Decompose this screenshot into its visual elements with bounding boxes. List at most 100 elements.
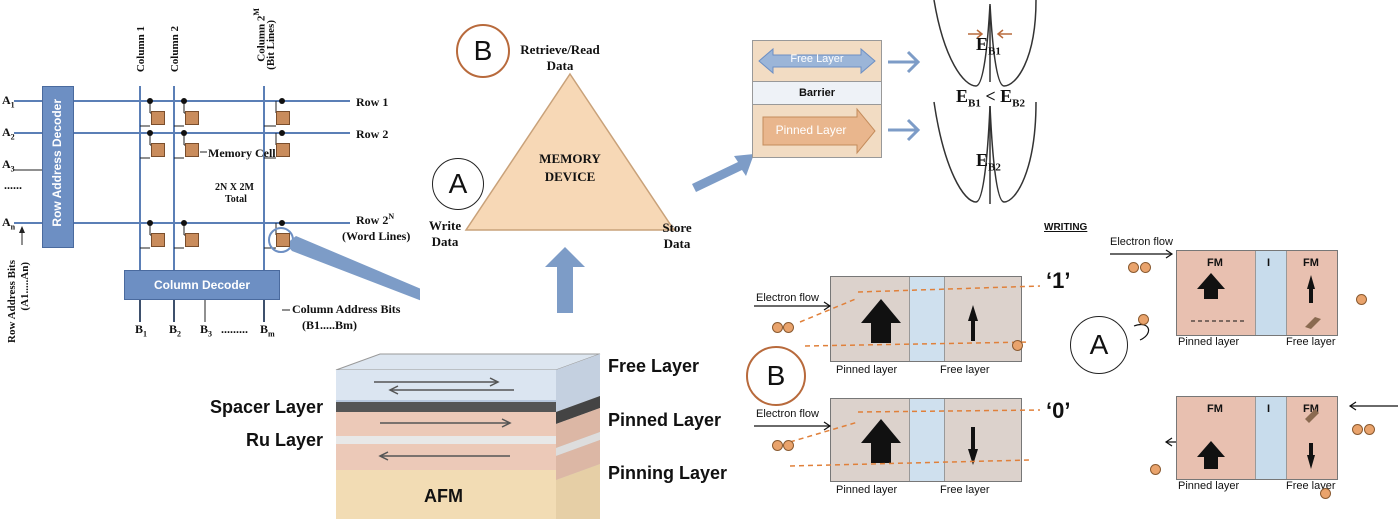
addr-dots: ...... [4,178,22,192]
circle-b-label: B [456,24,510,78]
junction-dot [181,130,187,136]
up-arrow [545,247,585,313]
fm-stack-0: FM I FM [1176,396,1338,480]
memory-cell [276,143,290,157]
triangle-shape [464,72,676,231]
addr-a2: A2 [2,125,15,142]
pinning-layer-label: Pinning Layer [608,463,728,483]
memory-cell [151,111,165,125]
junction-dot [181,98,187,104]
size-expression: 2N X 2M [215,182,254,193]
memory-cell [185,143,199,157]
mtj1-pinned-label: Pinned layer [836,364,898,376]
write-data-label: Write Data [428,218,462,249]
bit-dots: ......... [221,322,248,336]
afm-label: AFM [424,486,463,506]
writing-title: WRITING [1044,222,1088,233]
mtj-box-1 [830,276,1022,362]
junction-dot [147,220,153,226]
i-label-1: I [1267,257,1271,269]
row-label-1: Row 1 [356,95,389,109]
eb1-label: EB1 [976,34,1001,58]
electron-dot [1128,262,1139,273]
junction-dot [279,98,285,104]
stack-3d [335,353,601,519]
energy-relation: EB1 < EB2 [956,86,1025,110]
energy-arrows [888,50,921,142]
memory-device-label: MEMORY DEVICE [539,151,601,184]
writing-electron-flow-label: Electron flow [1110,236,1173,248]
fm-label-left-1: FM [1207,257,1223,269]
fm-label-left-0: FM [1207,403,1223,415]
retrieve-read-label: Retrieve/Read Data [520,42,600,73]
electron-flow-label-0: Electron flow [756,408,819,420]
column-label-2: Column 2 [169,26,181,73]
pinned-layer-text: Pinned Layer [775,123,847,137]
electron-dot [1138,314,1149,325]
electron-dot [783,322,794,333]
mtj0-pinned-label: Pinned layer [836,484,898,496]
memory-cell [185,111,199,125]
junction-dot [181,220,187,226]
row-address-range: (A1.....An) [19,262,31,311]
writing0-pinned-label: Pinned layer [1178,480,1240,492]
column-label-1: Column 1 [135,26,147,73]
memory-cell-label: Memory Cell [208,146,276,160]
row-label-2n: Row 2N [356,212,395,227]
spacer-layer-label: Spacer Layer [210,397,324,417]
bit-label-b1: B1 [135,322,148,339]
pinned-layer-box: Pinned Layer [752,104,882,158]
junction-dot [279,220,285,226]
electron-dot [1140,262,1151,273]
electron-dot [1364,424,1375,435]
energy-wells [933,0,1037,204]
memory-cell [276,111,290,125]
eb2-label: EB2 [976,150,1001,174]
store-data-label: Store Data [662,220,692,251]
size-total: Total [225,194,247,205]
column-decoder: Column Decoder [124,270,280,300]
electron-flow-label-1: Electron flow [756,292,819,304]
addr-a3: A3 [2,157,15,174]
mtj-flow-lines [754,285,1041,467]
state-zero-label: ‘0’ [1046,398,1071,423]
free-layer-box: Free Layer [752,40,882,82]
column-address-range: (B1.....Bm) [302,318,357,332]
column-address-bits: Column Address Bits [292,302,401,316]
junction-dot [147,98,153,104]
circle-b-write: B [746,346,806,406]
word-lines-label: (Word Lines) [342,229,411,243]
free-layer-text: Free Layer [790,53,844,65]
electron-dot [772,322,783,333]
row-address-bits: Row Address Bits [6,260,18,343]
ru-layer-label: Ru Layer [246,430,324,450]
fm-label-right-1: FM [1303,257,1319,269]
row-label-2: Row 2 [356,127,389,141]
diagonal-arrow [692,154,754,192]
mtj1-free-label: Free layer [940,364,990,376]
writing1-free-label: Free layer [1286,336,1336,348]
fm-stack-1: FM I FM [1176,250,1338,336]
state-one-label: ‘1’ [1046,268,1071,293]
i-label-0: I [1267,403,1271,415]
circle-a-write: A [1070,316,1128,374]
electron-dot [1356,294,1367,305]
row-address-decoder: Row Address Decoder [42,86,74,248]
memory-cell [276,233,290,247]
electron-dot [1012,340,1023,351]
bit-label-b2: B2 [169,322,182,339]
addr-a1: A1 [2,93,15,110]
bit-lines-label: (Bit Lines) [265,20,277,70]
electron-dot [1320,488,1331,499]
junction-dot [279,130,285,136]
stack-free-layer-label: Free Layer [608,356,700,376]
electron-dot [1352,424,1363,435]
circle-a-label: A [432,158,484,210]
electron-dot [1150,464,1161,475]
row-decoder-label: Row Address Decoder [50,99,64,227]
addr-an: An [2,215,16,232]
mtj0-free-label: Free layer [940,484,990,496]
memory-cell [151,143,165,157]
electron-dot [783,440,794,451]
